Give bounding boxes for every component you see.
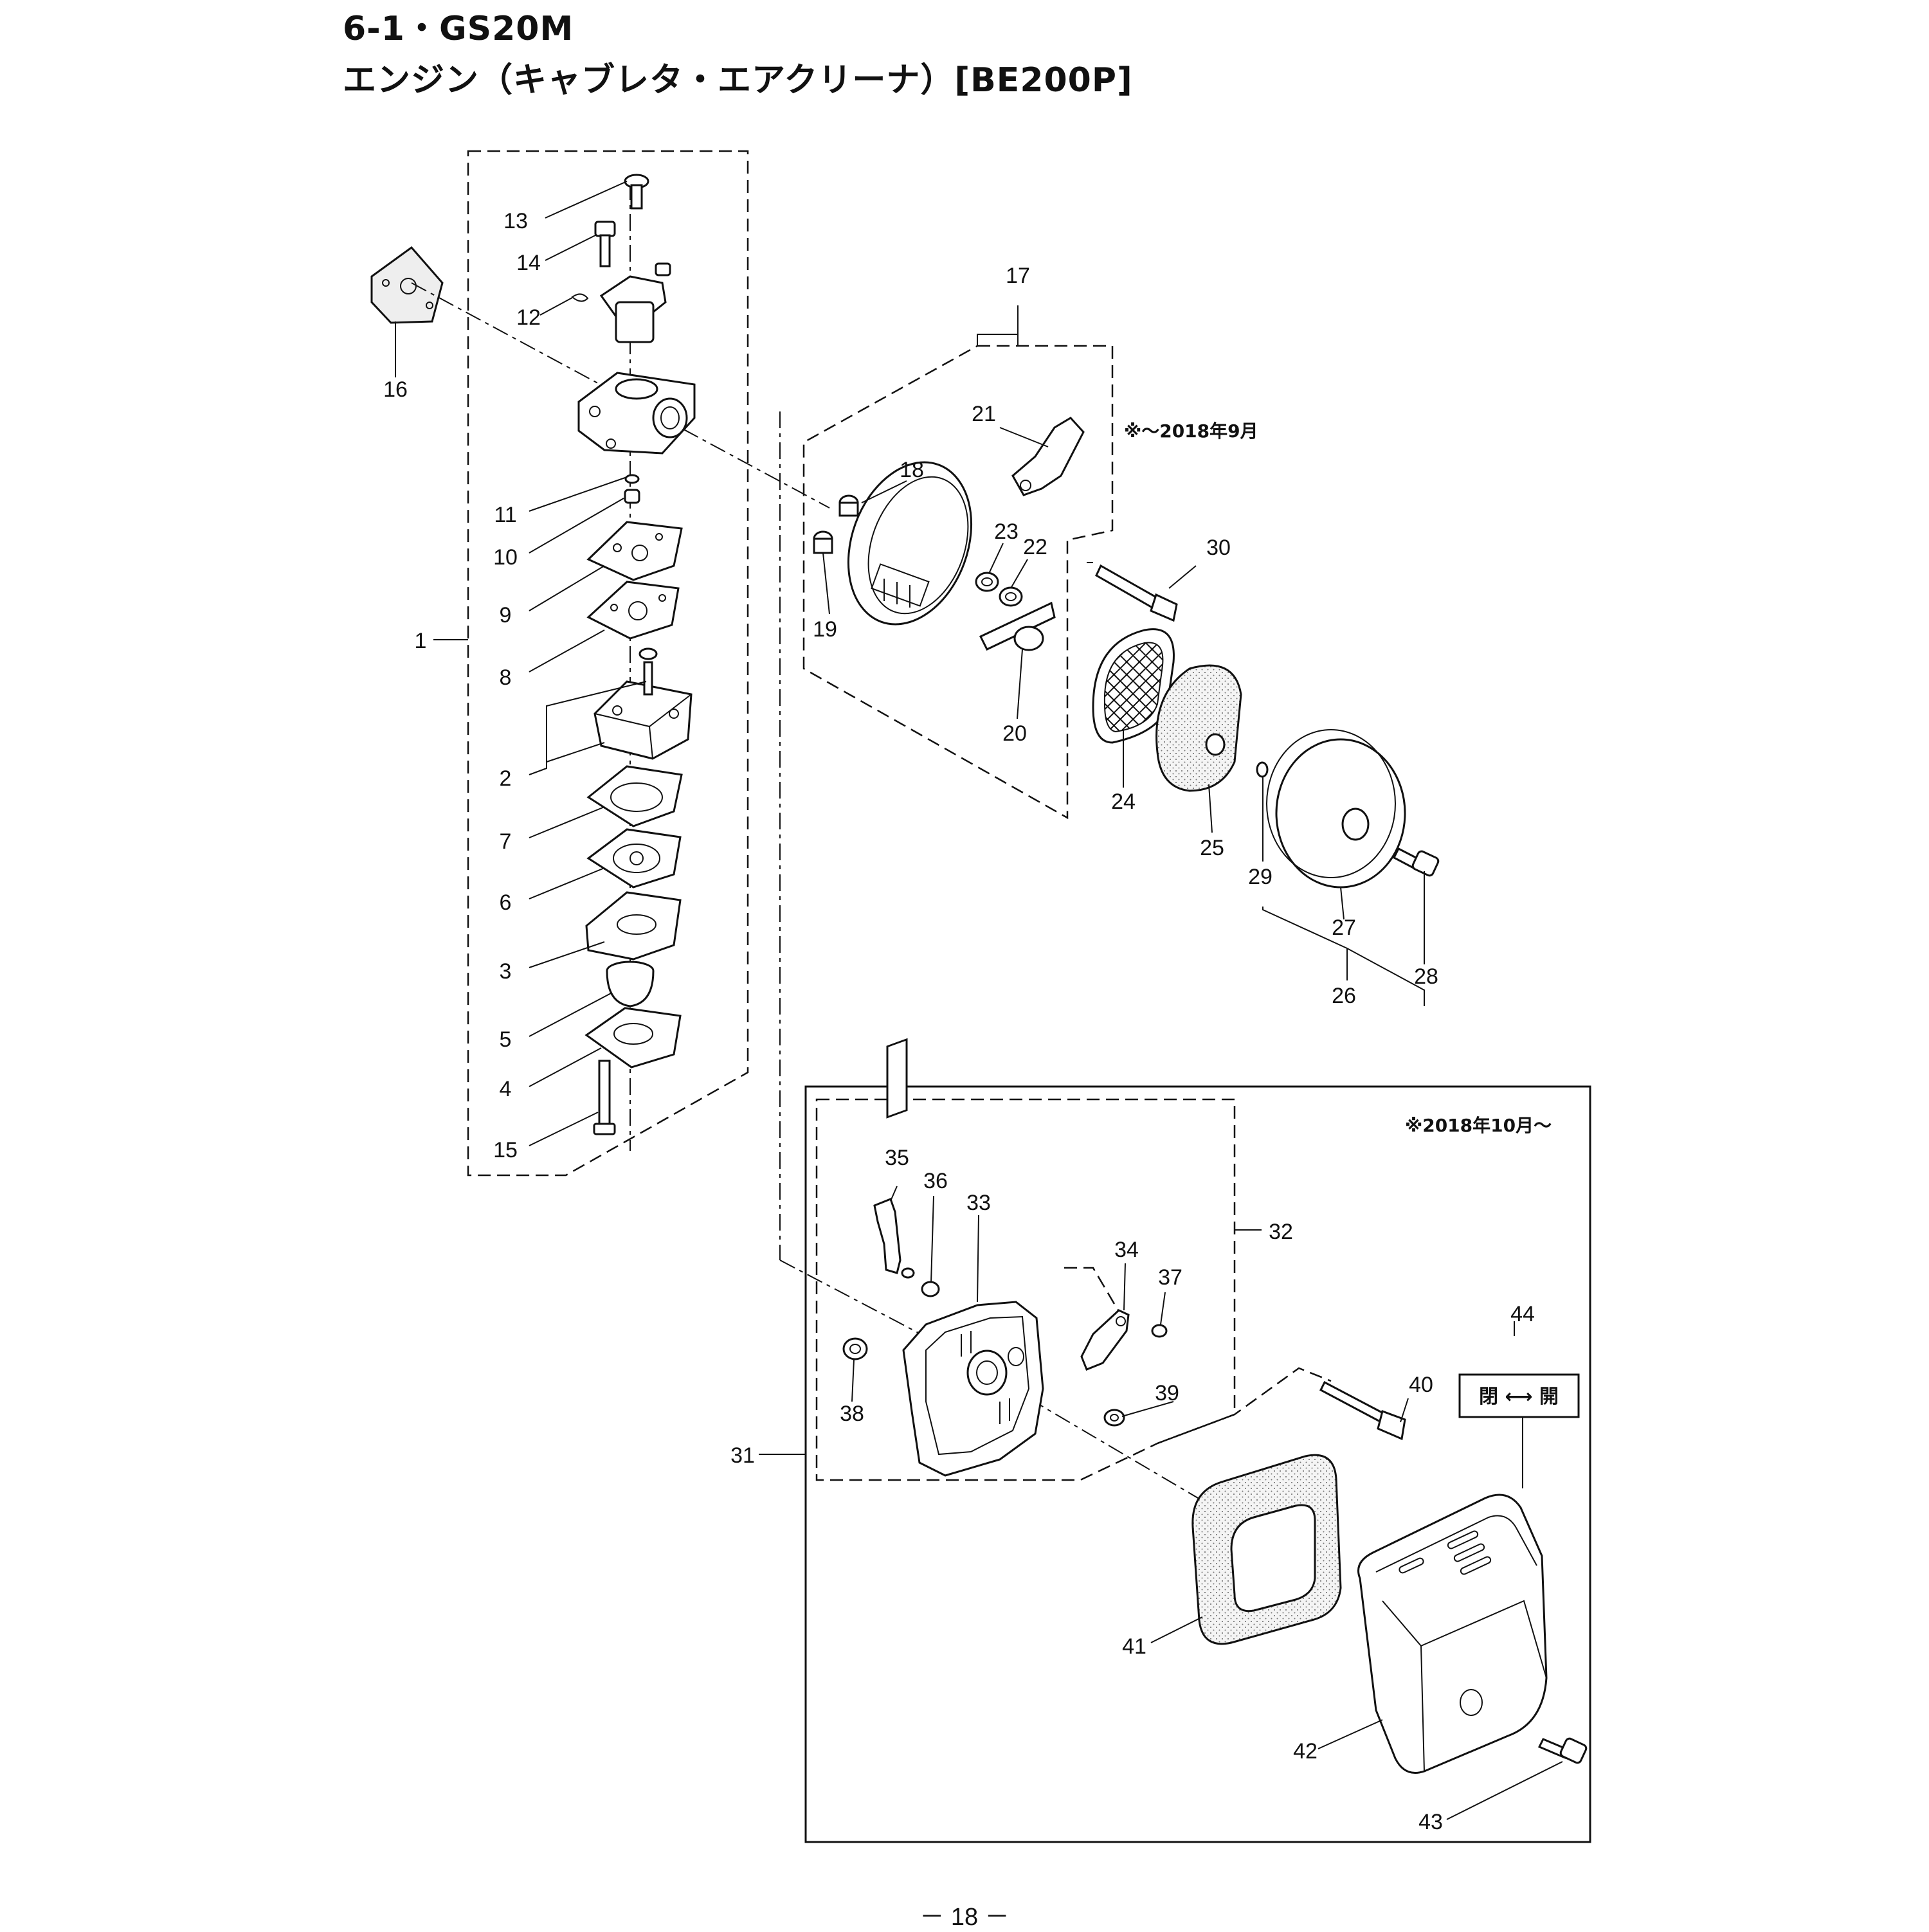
- label-2: 2: [500, 766, 512, 791]
- part-25-foam-filter: [1155, 664, 1242, 792]
- label-41: 41: [1122, 1634, 1146, 1659]
- label-19: 19: [813, 617, 837, 642]
- part-23-washer: [975, 572, 999, 592]
- part-8-diaphragm: [586, 581, 680, 640]
- part-15-screw: [593, 1060, 616, 1135]
- part-33-base: [886, 1038, 1044, 1477]
- part-20-plate: [979, 601, 1056, 651]
- label-6: 6: [500, 890, 512, 915]
- part-7-gasket: [586, 765, 683, 827]
- part-3-cover: [585, 891, 682, 961]
- part-16-insulator: [370, 246, 444, 324]
- new-air-cleaner-frame: [804, 1085, 1591, 1843]
- carburetor-body: [577, 372, 696, 455]
- label-16: 16: [383, 377, 408, 402]
- part-21-choke-lever: [1011, 417, 1085, 496]
- page-number: － 18 －: [919, 1904, 1010, 1931]
- part-4-retainer: [584, 1007, 682, 1069]
- label-7: 7: [500, 829, 512, 854]
- label-31: 31: [730, 1443, 755, 1468]
- part-44-choke-label: 閉 ⟷ 開: [1458, 1373, 1580, 1418]
- part-41-foam-element: [1191, 1454, 1342, 1645]
- part-11-oring: [624, 474, 640, 484]
- label-33: 33: [966, 1191, 991, 1215]
- label-29: 29: [1248, 865, 1272, 889]
- part-2-metering-body: [593, 647, 693, 760]
- carburetor-top-cover: [599, 262, 671, 343]
- label-30: 30: [1206, 536, 1231, 560]
- part-38-bushing: [842, 1337, 868, 1360]
- part-29-clip: [1256, 761, 1269, 778]
- label-17: 17: [1006, 264, 1030, 288]
- label-22: 22: [1023, 535, 1047, 559]
- label-25: 25: [1200, 836, 1224, 860]
- label-27: 27: [1332, 916, 1356, 940]
- label-24: 24: [1111, 790, 1136, 814]
- note-old-model: ※～2018年9月: [1124, 420, 1258, 442]
- old-air-cleaner-boundary: [802, 345, 1114, 820]
- part-number-labels: 13 14 12 16 11 10 9 1 8 2 7 6 3 5 4 15 1…: [383, 209, 1535, 1834]
- part-40-bolt: [1319, 1380, 1406, 1441]
- part-42-cover: [1357, 1494, 1548, 1774]
- choke-label-text: 閉 ⟷ 開: [1479, 1386, 1559, 1408]
- base-side-tabs: [886, 1038, 908, 1119]
- part-12-clip: [571, 293, 589, 302]
- label-21: 21: [972, 402, 996, 426]
- part-19-bushing: [813, 530, 833, 554]
- air-cleaner-base-plate: [847, 461, 973, 626]
- label-9: 9: [500, 603, 512, 627]
- part-36-washer: [921, 1281, 940, 1297]
- label-12: 12: [516, 305, 541, 330]
- label-42: 42: [1293, 1739, 1318, 1764]
- label-40: 40: [1409, 1373, 1433, 1397]
- part-39-nut: [1103, 1409, 1125, 1427]
- label-1: 1: [415, 629, 427, 653]
- label-8: 8: [500, 665, 512, 690]
- part-27-cover: [1266, 729, 1406, 889]
- leader-lines: [395, 181, 1563, 1820]
- label-35: 35: [885, 1146, 909, 1170]
- note-new-model: ※2018年10月～: [1405, 1115, 1552, 1136]
- label-32: 32: [1269, 1220, 1293, 1244]
- part-10-needle: [624, 489, 640, 504]
- label-10: 10: [493, 545, 518, 570]
- part-24-mesh-element: [1092, 628, 1175, 744]
- label-37: 37: [1158, 1265, 1182, 1290]
- part-6-diaphragm: [586, 828, 682, 889]
- part-28-screw: [1393, 847, 1440, 877]
- part-5-primer-bulb: [606, 961, 655, 1007]
- label-43: 43: [1418, 1810, 1443, 1834]
- part-22-washer: [999, 586, 1023, 607]
- label-28: 28: [1414, 964, 1438, 989]
- part-37-screw: [1151, 1324, 1168, 1338]
- part-9-plate: [586, 521, 683, 581]
- label-20: 20: [1002, 721, 1027, 746]
- label-13: 13: [503, 209, 528, 233]
- label-15: 15: [493, 1138, 518, 1162]
- label-36: 36: [923, 1169, 948, 1193]
- label-5: 5: [500, 1027, 512, 1052]
- carburetor-group-boundary: [467, 150, 749, 1177]
- part-14-screw: [594, 221, 616, 267]
- label-4: 4: [500, 1077, 512, 1101]
- part-30-bolt: [1087, 562, 1178, 622]
- part-13-screw: [624, 174, 649, 210]
- label-11: 11: [494, 503, 516, 527]
- label-26: 26: [1332, 984, 1356, 1008]
- label-34: 34: [1114, 1238, 1139, 1262]
- label-39: 39: [1155, 1381, 1179, 1405]
- label-38: 38: [840, 1402, 864, 1426]
- label-23: 23: [994, 519, 1019, 544]
- part-18-bushing: [838, 494, 859, 517]
- part-35-choke-lever: [873, 1198, 915, 1279]
- label-14: 14: [516, 251, 541, 275]
- label-3: 3: [500, 959, 512, 984]
- page-title: エンジン（キャブレタ・エアクリーナ）[BE200P]: [343, 61, 1133, 100]
- part-34-lever: [1080, 1309, 1130, 1371]
- part-43-screw: [1537, 1737, 1588, 1764]
- label-18: 18: [900, 458, 924, 482]
- label-44: 44: [1510, 1302, 1535, 1326]
- section-number: 6-1・GS20M: [343, 10, 574, 48]
